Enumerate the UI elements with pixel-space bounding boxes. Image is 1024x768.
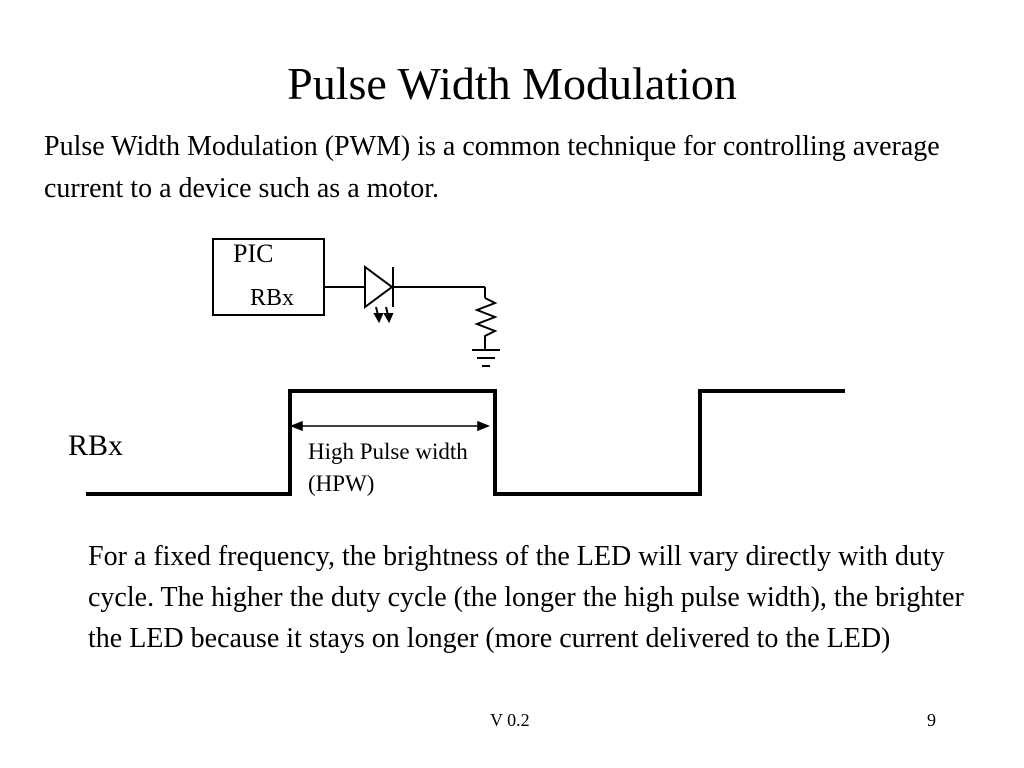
led-circuit-diagram (212, 238, 500, 367)
rbx-pin-label: RBx (250, 285, 295, 311)
resistor-symbol (474, 297, 498, 350)
hpw-dimension-arrow (289, 420, 491, 432)
pic-box (212, 238, 325, 316)
waveform-signal-label: RBx (68, 429, 124, 462)
pic-label: PIC (233, 239, 274, 268)
pwm-signal-line (86, 389, 845, 496)
led-emission-arrows (373, 306, 394, 324)
intro-paragraph: Pulse Width Modulation (PWM) is a common… (44, 131, 940, 204)
hpw-label: High Pulse width (HPW) (308, 439, 468, 496)
led-symbol (364, 265, 394, 309)
footer-page-number: 9 (927, 710, 936, 730)
slide-title: Pulse Width Modulation (287, 58, 737, 109)
pwm-waveform (86, 389, 845, 496)
footer-version: V 0.2 (490, 710, 530, 730)
explanation-paragraph: For a fixed frequency, the brightness of… (88, 541, 964, 654)
ground-symbol (472, 349, 500, 367)
